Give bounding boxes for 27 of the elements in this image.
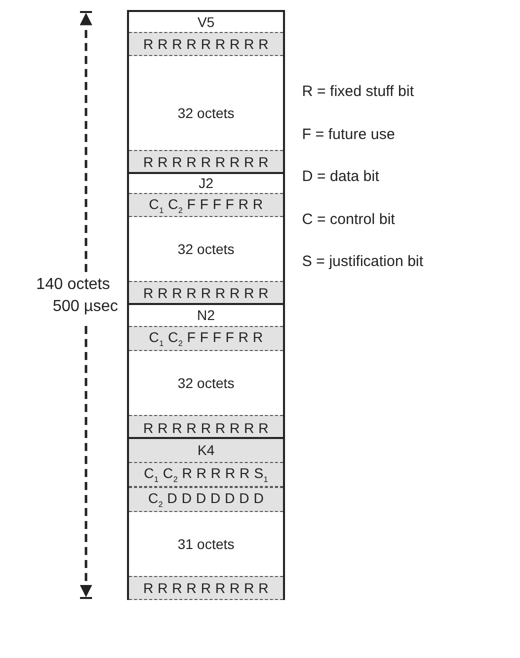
bit-row: C$_{1}$ C$_{2}$ R R R R R S$_{1}$: [129, 462, 283, 487]
bit-row: R R R R R R R R R: [129, 281, 283, 305]
frame-section: [127, 437, 285, 600]
frame-section: [127, 10, 285, 172]
bit-row: R R R R R R R R R: [129, 576, 283, 600]
key-text: D = data bit: [302, 168, 380, 185]
section-heading: J2: [198, 174, 214, 193]
bit-row: R R R R R R R R R: [129, 150, 283, 174]
dimension-text: 500 µsec: [52, 298, 118, 315]
key-text: F = future use: [302, 126, 395, 143]
dimension-text: 140 octets: [36, 276, 110, 293]
bit-row: C$_{1}$ C$_{2}$ F F F F R R: [129, 193, 283, 217]
section-heading: V5: [196, 13, 216, 32]
bit-row: C$_{1}$ C$_{2}$ F F F F R R: [129, 326, 283, 351]
key-text: R = fixed stuff bit: [302, 83, 414, 100]
payload-size-text: 32 octets: [178, 105, 234, 121]
bit-row: C$_{2}$ D D D D D D D: [129, 487, 283, 512]
key-text: S = justification bit: [302, 253, 424, 270]
payload-size-text: 31 octets: [178, 536, 234, 552]
section-heading: N2: [196, 306, 216, 325]
payload-size-text: 32 octets: [178, 375, 234, 391]
payload-size-text: 32 octets: [178, 241, 234, 257]
frame-section: [127, 303, 285, 437]
frame-section: [127, 172, 285, 303]
bit-row: R R R R R R R R R: [129, 32, 283, 56]
key-text: C = control bit: [302, 211, 395, 228]
section-heading: K4: [129, 439, 283, 462]
